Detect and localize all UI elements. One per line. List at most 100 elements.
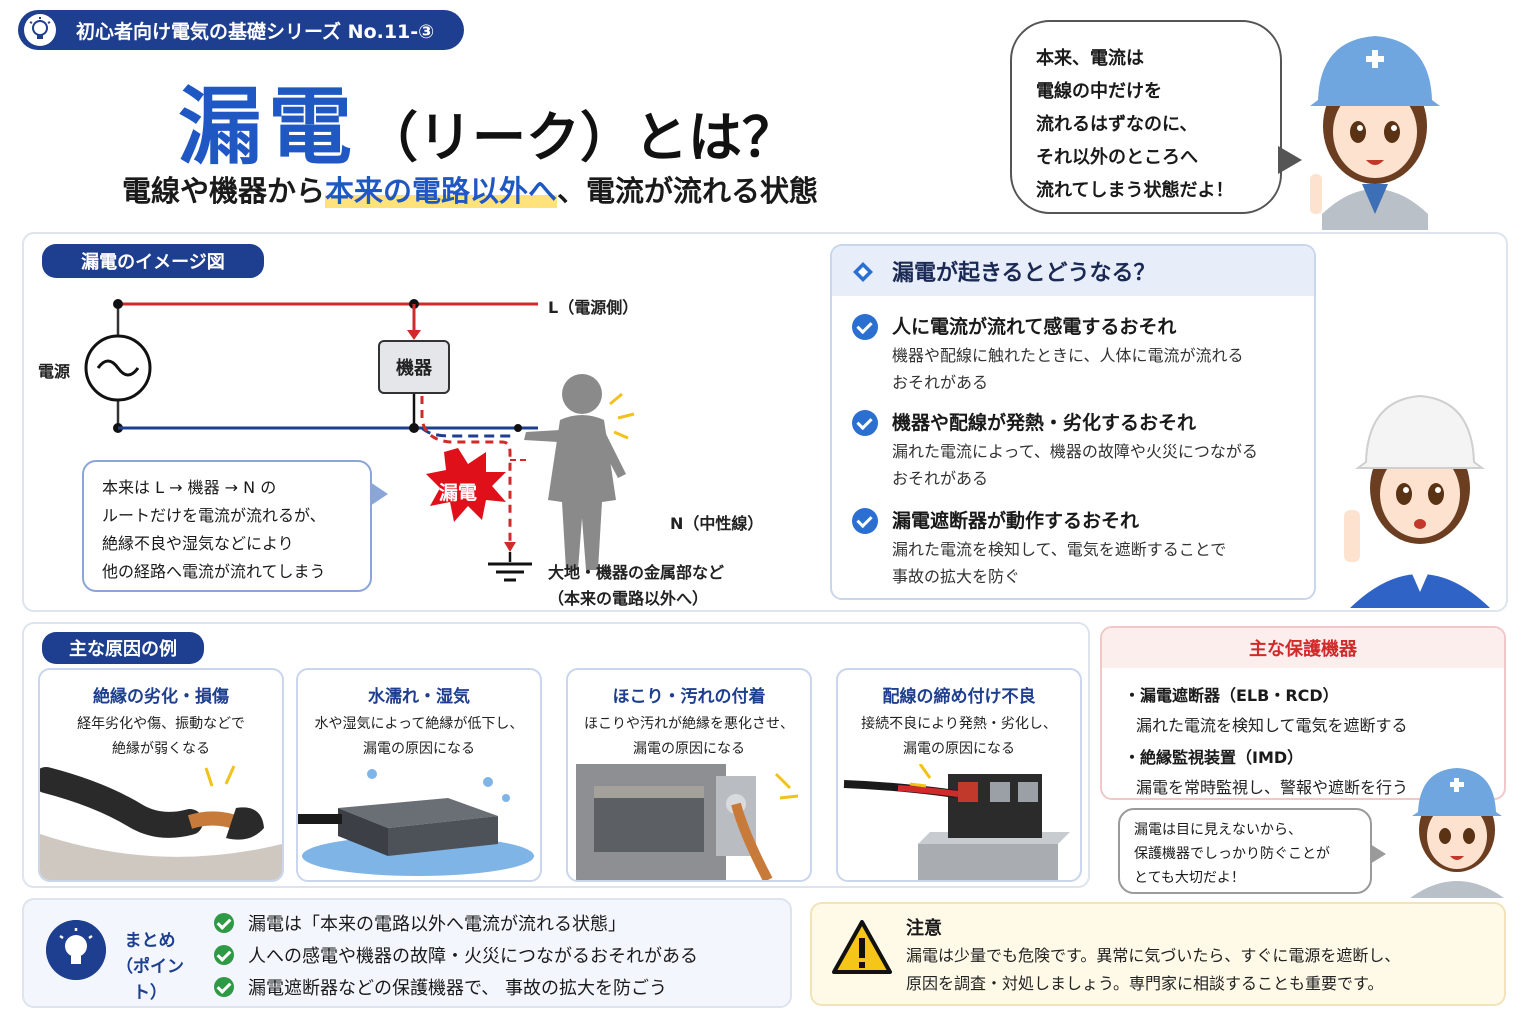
effects-header: 漏電が起きるとどうなる？	[832, 246, 1314, 296]
power-source-label: 電源	[38, 362, 71, 381]
character-girl-top	[1310, 36, 1440, 230]
protection-desc: 漏電を常時監視し、警報や遮断を行う	[1136, 778, 1409, 797]
lightbulb-icon	[46, 920, 106, 980]
effect-desc-line: 機器や配線に触れたときに、人体に電流が流れる	[892, 346, 1244, 365]
effect-desc: 機器や配線に触れたときに、人体に電流が流れる おそれがある	[892, 342, 1302, 396]
cause-card-loose-wiring: 配線の締め付け不良 接続不良により発熱・劣化し、 漏電の原因になる	[836, 668, 1082, 882]
loose-terminal-illustration	[843, 764, 1070, 880]
bubble-tail	[370, 482, 388, 506]
cause-heading: 配線の締め付け不良	[882, 687, 1036, 707]
cause-desc: ほこりや汚れが絶縁を悪化させ、 漏電の原因になる	[568, 712, 810, 762]
speech-top-line: 本来、電流は	[1036, 48, 1144, 69]
diamond-icon	[853, 262, 873, 282]
cause-heading: 絶縁の劣化・損傷	[93, 687, 229, 707]
speech-bottom-line: 漏電は目に見えないから、	[1134, 822, 1302, 838]
check-icon	[214, 945, 234, 965]
image-section-label: 漏電のイメージ図	[42, 244, 264, 278]
cause-heading: ほこり・汚れの付着	[612, 687, 766, 707]
cause-desc-line: 水や湿気によって絶縁が低下し、	[314, 716, 524, 732]
check-icon	[852, 508, 878, 534]
caution-line: 原因を調査・対処しましょう。専門家に相談することも重要です。	[906, 974, 1384, 993]
summary-item: 漏電遮断器などの保護機器で、 事故の拡大を防ごう	[214, 974, 667, 1000]
note-line: 他の経路へ電流が流れてしまう	[102, 562, 326, 581]
effect-desc: 漏れた電流を検知して、電気を遮断することで 事故の拡大を防ぐ	[892, 536, 1302, 590]
subtitle-after: 、電流が流れる状態	[557, 174, 819, 208]
cause-desc-line: 漏電の原因になる	[363, 741, 475, 757]
cause-heading: 水濡れ・湿気	[368, 687, 470, 707]
explanation-bubble: 本来は L → 機器 → N の ルートだけを電流が流れるが、 絶縁不良や湿気な…	[82, 460, 388, 592]
summary-item-text: 漏電遮断器などの保護機器で、 事故の拡大を防ごう	[248, 978, 667, 999]
ground-label: 大地・機器の金属部など （本来の電路以外へ）	[548, 560, 808, 612]
speech-bubble-top: 本来、電流は 電線の中だけを 流れるはずなのに、 それ以外のところへ 流れてしま…	[1010, 20, 1302, 214]
speech-tail	[1370, 844, 1386, 864]
subtitle-before: 電線や機器から	[122, 174, 326, 208]
check-icon	[214, 977, 234, 997]
speech-top-line: 流れるはずなのに、	[1036, 114, 1198, 135]
speech-bottom-line: 保護機器でしっかり防ぐことが	[1134, 846, 1330, 862]
effect-item: 人に電流が流れて感電するおそれ 機器や配線に触れたときに、人体に電流が流れる お…	[832, 312, 1314, 402]
speech-bubble-bottom: 漏電は目に見えないから、 保護機器でしっかり防ぐことが とても大切だよ！	[1118, 808, 1386, 894]
series-text: 初心者向け電気の基礎シリーズ No.11-③	[76, 20, 435, 43]
wet-box-illustration	[298, 769, 534, 876]
cause-card-dust: ほこり・汚れの付着 ほこりや汚れが絶縁を悪化させ、 漏電の原因になる	[566, 668, 812, 882]
cause-desc: 水や湿気によって絶縁が低下し、 漏電の原因になる	[298, 712, 540, 762]
page-title: 漏電（リーク）とは？	[178, 60, 878, 176]
ground-label-line: （本来の電路以外へ）	[548, 589, 709, 608]
series-badge: 初心者向け電気の基礎シリーズ No.11-③	[18, 10, 464, 50]
effect-desc: 漏れた電流によって、機器の故障や火災につながる おそれがある	[892, 438, 1302, 492]
check-icon	[214, 913, 234, 933]
effect-heading: 人に電流が流れて感電するおそれ	[892, 316, 1177, 338]
person-silhouette	[524, 374, 626, 570]
effect-desc-line: 漏れた電流を検知して、電気を遮断することで	[892, 540, 1227, 559]
cause-desc-line: ほこりや汚れが絶縁を悪化させ、	[584, 716, 794, 732]
lightbulb-icon	[24, 14, 56, 46]
effect-desc-line: おそれがある	[892, 469, 989, 488]
speech-top-line: それ以外のところへ	[1036, 147, 1198, 168]
cause-desc-line: 絶縁が弱くなる	[112, 741, 210, 757]
cause-desc-line: 経年劣化や傷、振動などで	[77, 716, 245, 732]
note-line: 絶縁不良や湿気などにより	[102, 534, 294, 553]
caution-body: 漏電は少量でも危険です。異常に気づいたら、すぐに電源を遮断し、 原因を調査・対処…	[906, 942, 1496, 998]
subtitle-highlight: 本来の電路以外へ	[325, 174, 558, 208]
cause-card-water: 水濡れ・湿気 水や湿気によって絶縁が低下し、 漏電の原因になる	[296, 668, 542, 882]
warning-icon	[832, 920, 892, 974]
cause-desc: 経年劣化や傷、振動などで 絶縁が弱くなる	[40, 712, 282, 762]
speech-top-line: 流れてしまう状態だよ！	[1036, 180, 1234, 201]
summary-title-line: （ポイント）	[116, 957, 184, 1003]
effect-heading: 機器や配線が発熱・劣化するおそれ	[892, 412, 1197, 434]
protection-heading: ・絶縁監視装置（IMD）	[1124, 748, 1304, 767]
speech-tail	[1278, 146, 1302, 174]
effect-desc-line: おそれがある	[892, 373, 989, 392]
causes-section-label: 主な原因の例	[42, 632, 204, 664]
cause-desc-line: 漏電の原因になる	[903, 741, 1015, 757]
character-girl-bottom	[1410, 768, 1504, 898]
subtitle: 電線や機器から本来の電路以外へ、電流が流れる状態	[122, 168, 902, 212]
cause-desc-line: 漏電の原因になる	[633, 741, 745, 757]
damaged-cable-illustration	[40, 765, 282, 880]
effect-item: 機器や配線が発熱・劣化するおそれ 漏れた電流によって、機器の故障や火災につながる…	[832, 408, 1314, 498]
cause-card-insulation: 絶縁の劣化・損傷 経年劣化や傷、振動などで 絶縁が弱くなる	[38, 668, 284, 882]
speech-bottom-line: とても大切だよ！	[1134, 870, 1245, 886]
effects-title: 漏電が起きるとどうなる？	[892, 261, 1156, 286]
summary-item-text: 漏電は「本来の電路以外へ電流が流れる状態」	[248, 914, 626, 935]
cause-desc: 接続不良により発熱・劣化し、 漏電の原因になる	[838, 712, 1080, 762]
protection-title: 主な保護機器	[1102, 628, 1504, 668]
caution-line: 漏電は少量でも危険です。異常に気づいたら、すぐに電源を遮断し、	[906, 946, 1401, 965]
effect-heading: 漏電遮断器が動作するおそれ	[892, 510, 1140, 532]
line-n-label: N（中性線）	[670, 514, 764, 533]
summary-item: 漏電は「本来の電路以外へ電流が流れる状態」	[214, 910, 626, 936]
summary-title-line: まとめ	[124, 931, 176, 951]
effects-box: 漏電が起きるとどうなる？ 人に電流が流れて感電するおそれ 機器や配線に触れたとき…	[830, 244, 1316, 600]
device-box: 機器	[378, 340, 450, 394]
check-icon	[852, 410, 878, 436]
character-boy	[1344, 394, 1490, 608]
protection-item: ・漏電遮断器（ELB・RCD） 漏れた電流を検知して電気を遮断する	[1124, 682, 1504, 736]
summary-item: 人への感電や機器の故障・火災につながるおそれがある	[214, 942, 698, 968]
line-l-label: L（電源側）	[548, 298, 639, 317]
title-rest: （リーク）とは？	[364, 106, 797, 169]
effect-desc-line: 事故の拡大を防ぐ	[892, 567, 1021, 586]
ground-label-line: 大地・機器の金属部など	[548, 563, 725, 582]
title-main: 漏電	[178, 78, 359, 176]
speech-top-line: 電線の中だけを	[1036, 81, 1162, 102]
caution-box	[810, 902, 1506, 1006]
